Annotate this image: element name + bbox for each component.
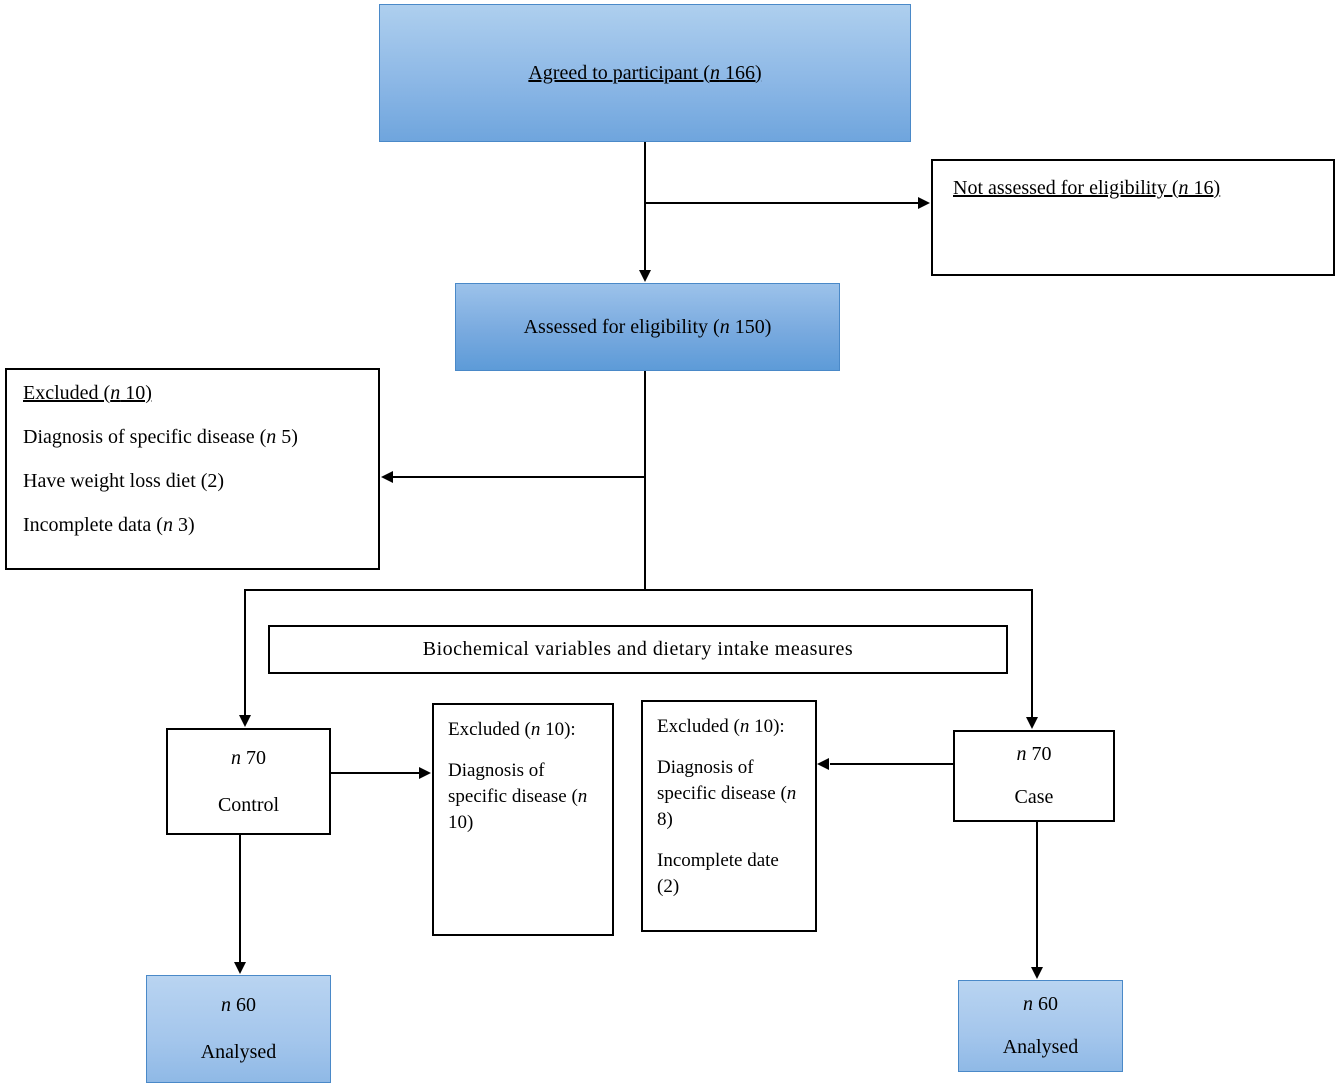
assessed-label: Assessed for eligibility (n 150) <box>523 315 772 338</box>
case-n: n 70 <box>1016 743 1052 765</box>
excluded-top-title: Excluded (n 10) <box>23 382 152 404</box>
arrow-case-to-analysed <box>1031 822 1043 979</box>
box-biochemical-measures: Biochemical variables and dietary intake… <box>268 625 1008 674</box>
box-analysed-case: n 60 Analysed <box>958 980 1123 1072</box>
control-n: n 70 <box>231 746 266 769</box>
arrow-control-to-excluded <box>331 767 431 779</box>
box-control-group: n 70 Control <box>166 728 331 835</box>
excluded-control-body: Diagnosis of specific disease (n 10) <box>448 760 588 833</box>
box-case-group: n 70 Case <box>953 730 1115 822</box>
case-label: Case <box>1014 786 1054 808</box>
excluded-top-line-3: Incomplete data (n 3) <box>23 514 195 536</box>
box-analysed-control: n 60 Analysed <box>146 975 331 1083</box>
control-label: Control <box>217 793 280 816</box>
analysed-left-n: n 60 <box>221 994 256 1016</box>
box-excluded-case: Excluded (n 10): Diagnosis of specific d… <box>641 700 817 932</box>
box-excluded-top: Excluded (n 10) Diagnosis of specific di… <box>5 368 380 570</box>
excluded-case-title: Excluded (n 10): <box>657 716 785 737</box>
excluded-control-title: Excluded (n 10): <box>448 719 576 740</box>
analysed-right-n: n 60 <box>1023 993 1058 1015</box>
arrow-control-to-analysed <box>234 835 246 974</box>
arrow-to-case <box>1026 589 1038 729</box>
arrow-agreed-to-assessed <box>639 142 651 282</box>
arrow-to-not-assessed <box>645 197 930 209</box>
agreed-label: Agreed to participant (n 166) <box>528 61 762 84</box>
arrow-to-control <box>239 589 251 727</box>
excluded-case-body-1: Diagnosis of specific disease (n 8) <box>657 757 797 830</box>
arrow-case-to-excluded <box>817 758 953 770</box>
box-not-assessed: Not assessed for eligibility (n 16) <box>931 159 1335 276</box>
not-assessed-label: Not assessed for eligibility (n 16) <box>953 177 1221 199</box>
biochemical-label: Biochemical variables and dietary intake… <box>422 638 854 660</box>
excluded-case-body-2: Incomplete date (2) <box>657 850 779 897</box>
excluded-top-line-1: Diagnosis of specific disease (n 5) <box>23 426 298 448</box>
box-excluded-control: Excluded (n 10): Diagnosis of specific d… <box>432 703 614 936</box>
arrow-to-excluded-top <box>381 471 645 483</box>
excluded-top-line-2: Have weight loss diet (2) <box>23 470 225 492</box>
analysed-right-label: Analysed <box>1002 1036 1079 1058</box>
analysed-left-label: Analysed <box>200 1041 277 1063</box>
box-assessed-for-eligibility: Assessed for eligibility (n 150) <box>455 283 840 371</box>
box-agreed-to-participate: Agreed to participant (n 166) <box>379 4 911 142</box>
